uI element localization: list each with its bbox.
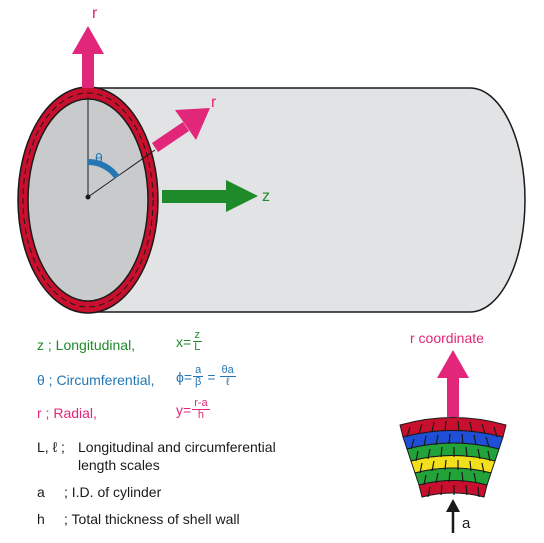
r-coordinate-arrow-shaft (447, 375, 459, 417)
r-arrow-top-shaft (82, 52, 94, 88)
legend-r-equation: y= r-a h (176, 398, 211, 421)
legend-z-label: z ; Longitudinal, (37, 337, 136, 353)
r-coordinate-arrow-head (437, 350, 469, 378)
legend-theta-label: θ ; Circumferential, (37, 372, 155, 388)
legend-r-label: r ; Radial, (37, 405, 97, 421)
shell-wall-midline (22, 92, 154, 308)
z-eq-fraction: z L (192, 330, 202, 353)
r-arrow-tilt-head (175, 108, 210, 140)
center-point (85, 194, 91, 200)
r-arrow-top-head (72, 26, 104, 54)
theta-arc (87, 158, 120, 179)
legend-h-desc: ; Total thickness of shell wall (64, 511, 240, 527)
legend-theta-equation: ϕ= a β = θa ℓ (176, 365, 237, 388)
theta-eq-den2: ℓ (225, 376, 230, 388)
theta-eq-lhs: ϕ= (176, 368, 193, 385)
z-label: z (262, 188, 270, 205)
cylinder-body (87, 87, 526, 313)
r-coordinate-label: r coordinate (410, 330, 484, 346)
theta-eq-fraction-2: θa ℓ (219, 364, 236, 388)
r-top-label: r (92, 5, 98, 22)
a-arrow-head (446, 499, 460, 512)
z-arrow-head (226, 180, 258, 212)
r-arrow-tilt-shaft (152, 122, 189, 152)
r-eq-fraction: r-a h (192, 397, 210, 421)
legend-a-desc: ; I.D. of cylinder (64, 484, 162, 500)
z-arrow-shaft (162, 190, 228, 203)
theta-eq-num2: θa (219, 364, 236, 377)
r-eq-den: h (197, 409, 204, 421)
legend-L-desc-2: length scales (78, 457, 160, 473)
z-eq-lhs: x= (176, 333, 192, 350)
theta-eq-den1: β (195, 376, 202, 388)
legend-L-desc-1: Longitudinal and circumferential (78, 439, 276, 455)
theta-eq-num1: a (193, 364, 204, 377)
legend-a-key: a (37, 484, 45, 500)
z-eq-den: L (194, 341, 201, 353)
theta-eq-fraction-1: a β (193, 364, 204, 388)
theta-eq-mid: = (207, 368, 216, 385)
shell-layer-stack (399, 417, 507, 498)
r-eq-lhs: y= (176, 401, 192, 418)
legend-L-key: L, ℓ ; (37, 439, 65, 455)
r-eq-num: r-a (192, 397, 210, 410)
r-tilt-label: r (211, 94, 217, 111)
layer-red-bottom (418, 480, 488, 498)
a-label: a (462, 515, 471, 532)
z-eq-num: z (192, 329, 202, 342)
radius-line-tilt (87, 149, 156, 198)
legend-h-key: h (37, 511, 45, 527)
layer-hatch-marks (406, 420, 498, 498)
legend-z-equation: x= z L (176, 330, 203, 353)
theta-label: θ (95, 150, 103, 166)
